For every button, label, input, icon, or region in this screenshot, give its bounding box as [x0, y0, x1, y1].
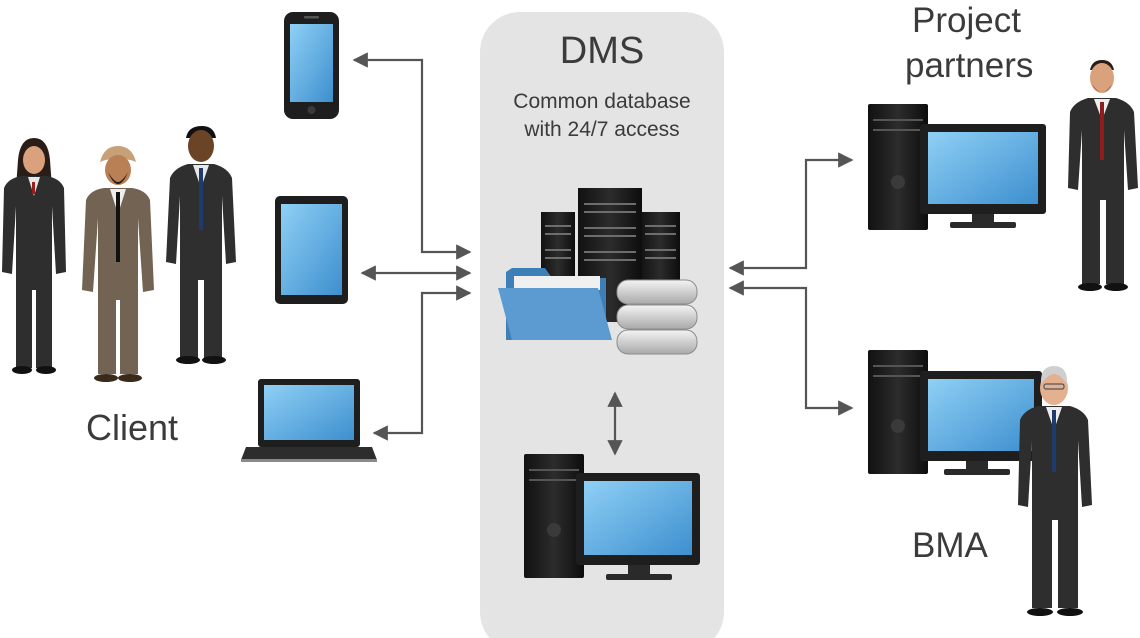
- client-label: Client: [86, 407, 179, 448]
- connection-arrows: [352, 52, 854, 456]
- person-icon: [166, 126, 236, 364]
- arrow-dms-partners: [728, 152, 854, 276]
- folder-icon: [498, 268, 612, 340]
- person-icon: [1068, 60, 1138, 291]
- bma-label: BMA: [912, 526, 988, 565]
- hub-title: DMS: [559, 30, 645, 72]
- desktop-computer-icon: [868, 104, 1046, 230]
- partners-label-line2: partners: [905, 46, 1034, 85]
- smartphone-icon: [284, 12, 339, 119]
- database-icon: [616, 279, 698, 355]
- desktop-computer-icon: [868, 350, 1042, 475]
- hub-subtitle-line1: Common database: [513, 90, 691, 113]
- person-icon: [1018, 366, 1092, 616]
- desktop-computer-icon: [524, 454, 700, 580]
- hub-subtitle-line2: with 24/7 access: [524, 118, 680, 141]
- person-icon: [82, 146, 154, 382]
- partners-label-line1: Project: [912, 1, 1021, 40]
- laptop-icon: [241, 379, 377, 462]
- arrow-laptop-dms: [372, 285, 472, 441]
- arrow-phone-dms: [352, 52, 472, 260]
- person-icon: [2, 138, 66, 374]
- arrow-dms-bma: [728, 280, 854, 416]
- tablet-icon: [275, 196, 348, 304]
